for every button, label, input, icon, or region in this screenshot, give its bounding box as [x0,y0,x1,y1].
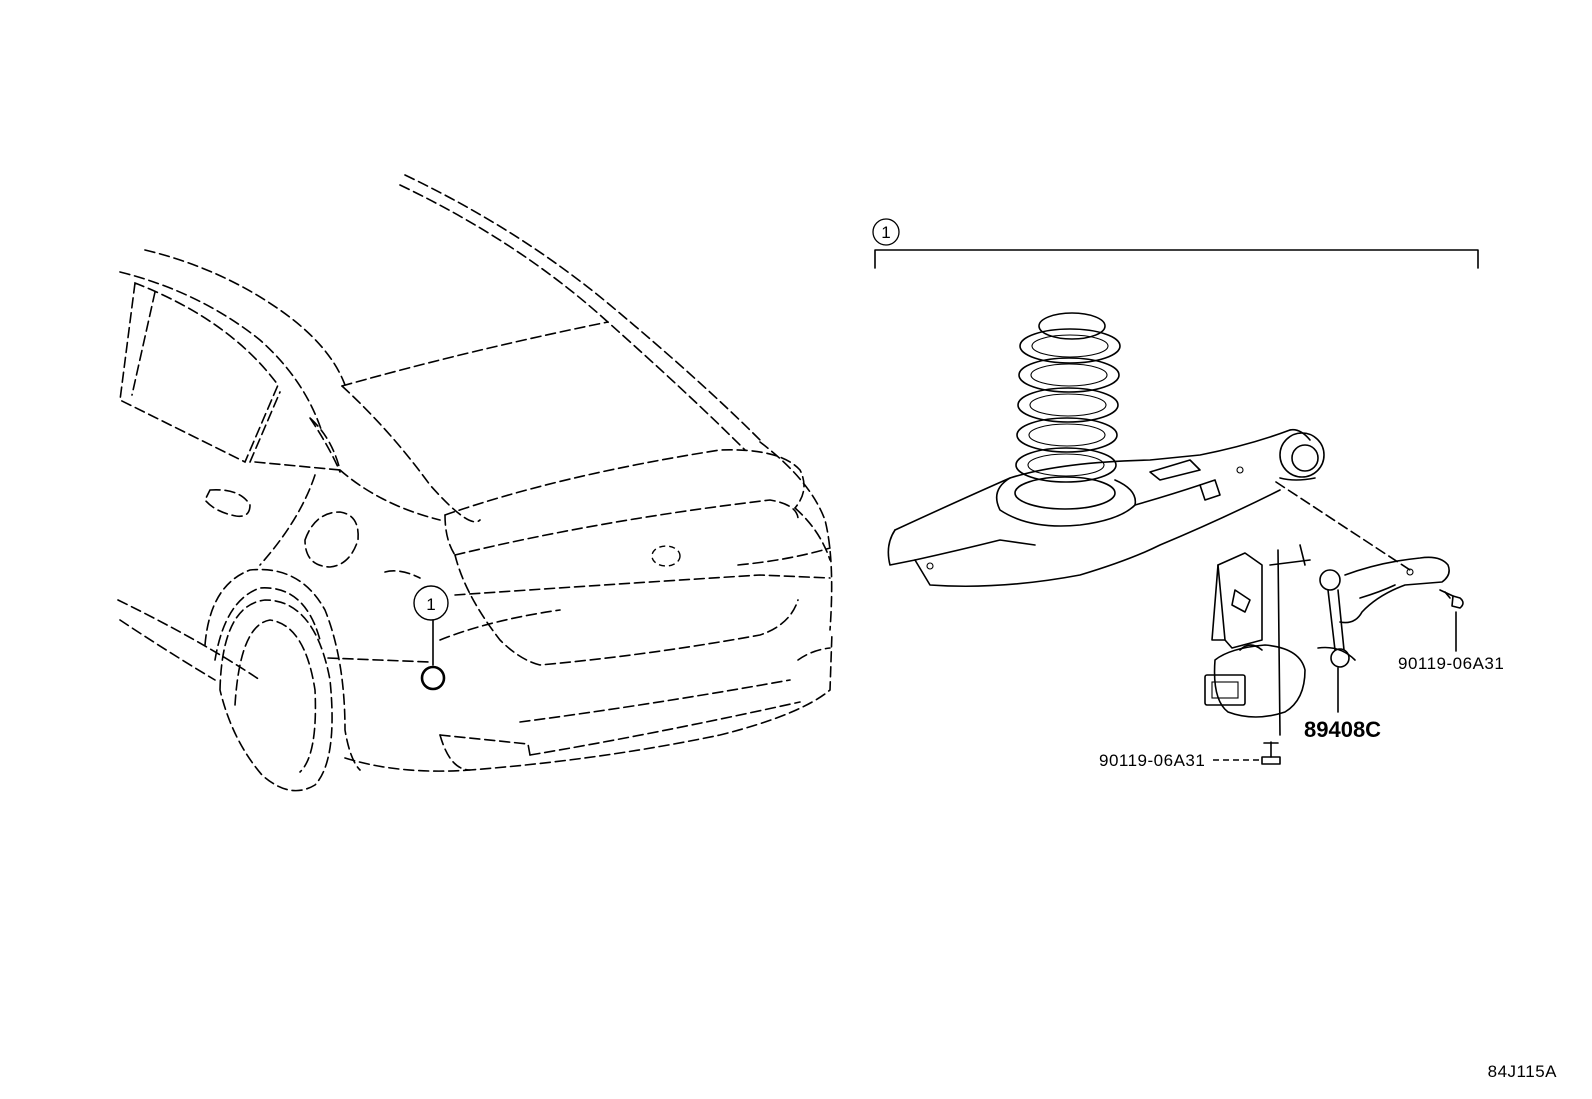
part-number-bolt-bottom: 90119-06A31 [1099,751,1205,770]
part-number-height-sensor: 89408C [1304,717,1381,742]
bolt-right [1439,589,1464,652]
group-callout-number: 1 [881,223,890,242]
figure-id: 84J115A [1488,1062,1558,1081]
part-number-bolt-right: 90119-06A31 [1398,654,1504,673]
coil-spring [1014,312,1121,510]
assembly-group-bracket: 1 [872,218,1479,269]
sensor-location-marker [420,665,446,691]
vehicle-callout-circle [413,585,449,621]
height-sensor-assembly [1204,544,1450,736]
bolt-bottom [1213,741,1281,765]
vehicle-rear-view: 1 [117,174,833,792]
lower-control-arm [887,428,1325,588]
group-callout-circle [872,218,900,246]
vehicle-callout-number: 1 [426,595,435,614]
